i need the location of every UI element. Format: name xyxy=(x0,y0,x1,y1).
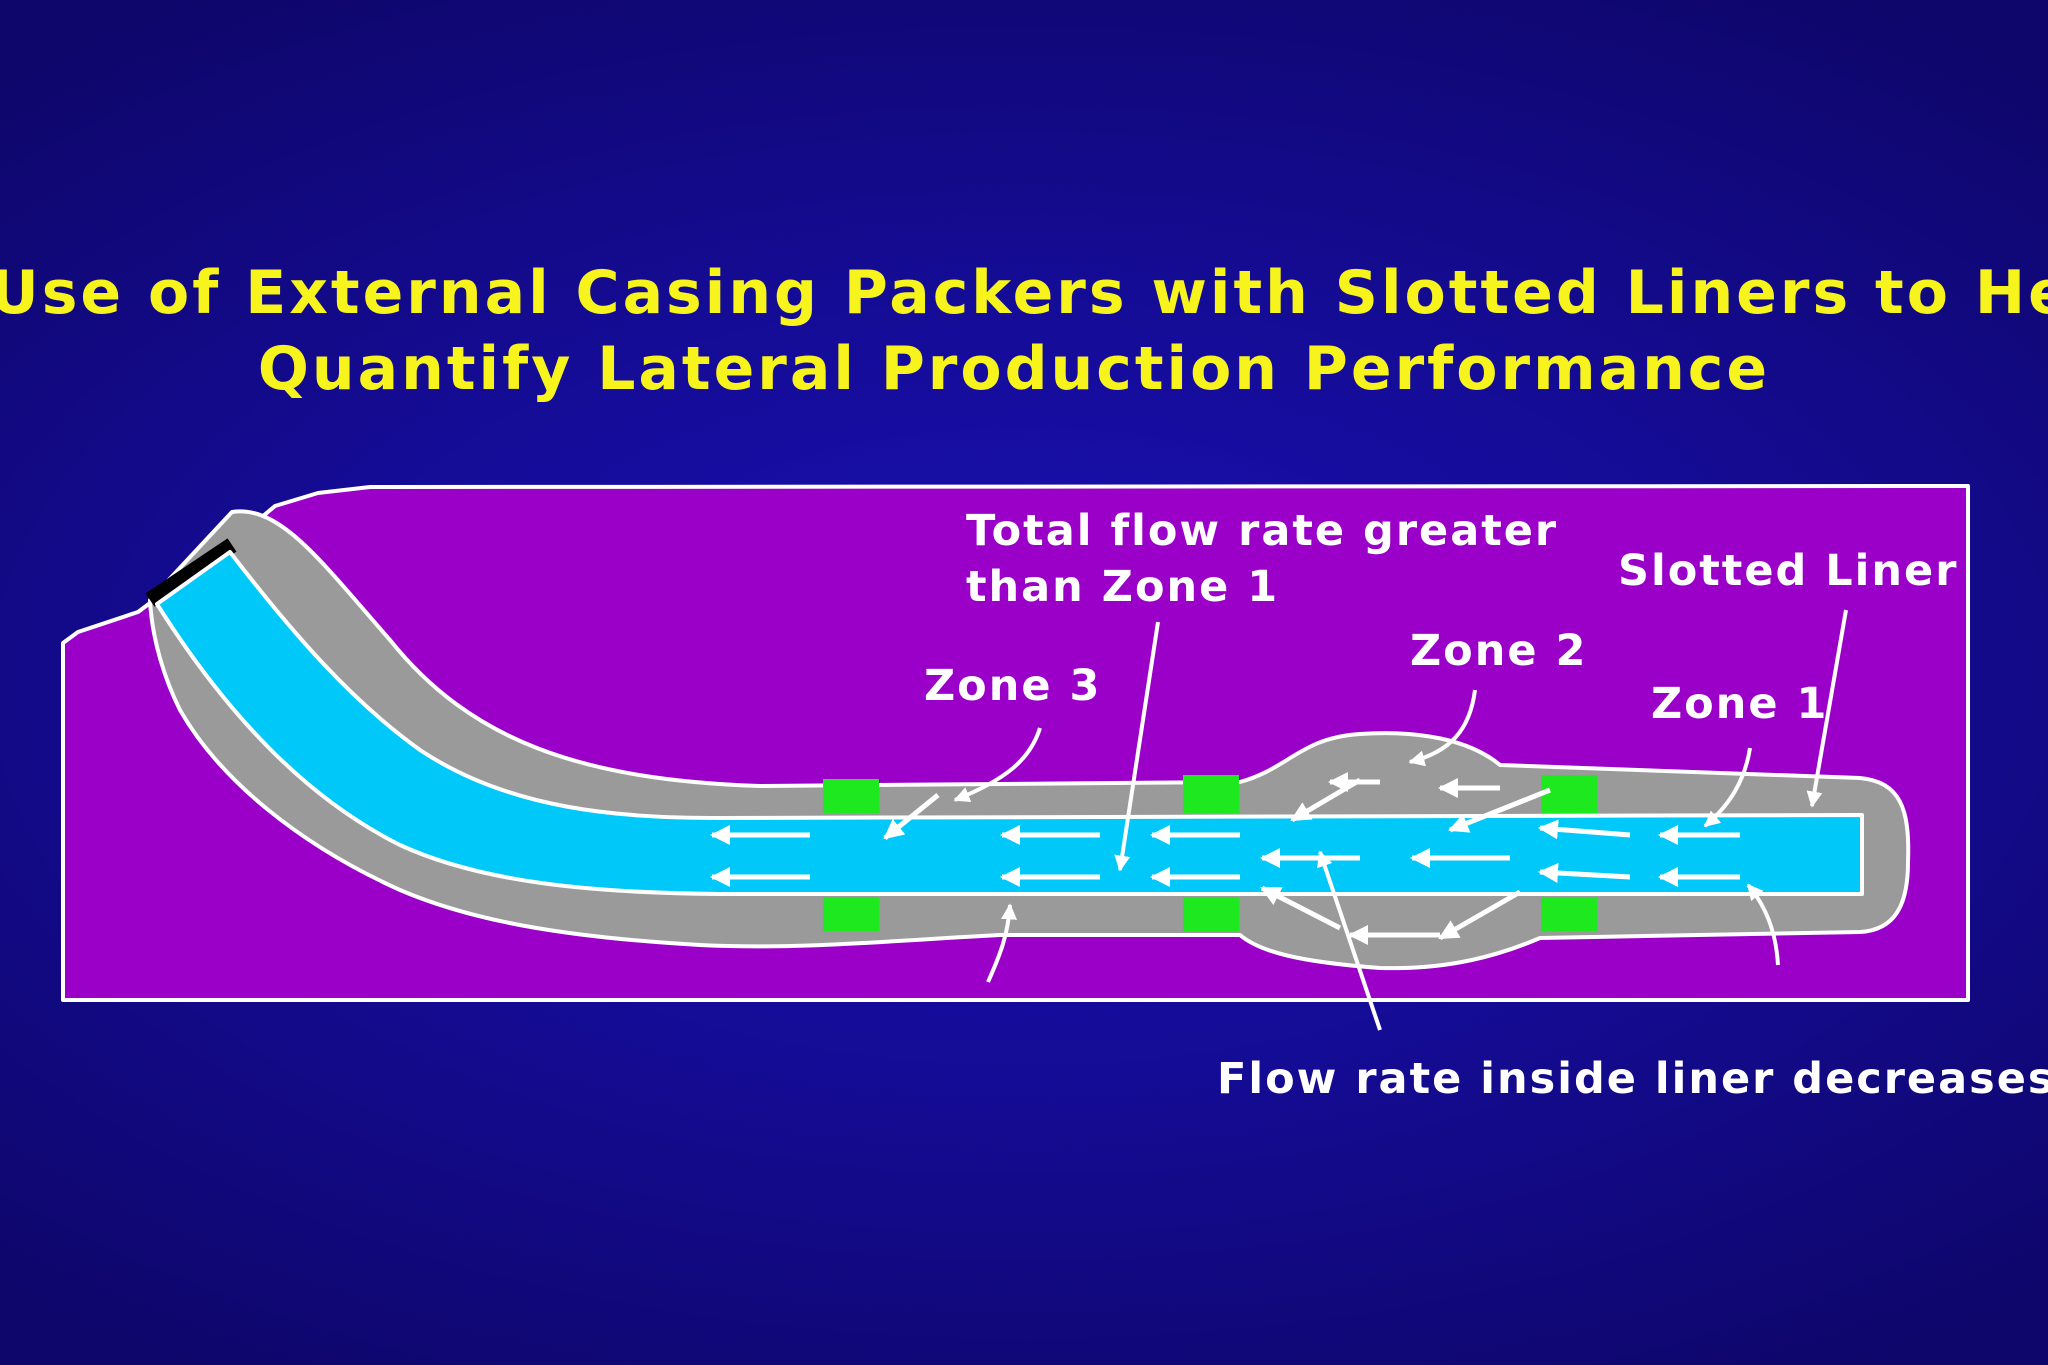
zone3-lower-leader xyxy=(986,903,1018,983)
packer xyxy=(1541,897,1597,931)
packer xyxy=(823,897,879,931)
flow-arrow xyxy=(1448,787,1551,833)
zone3-leader xyxy=(953,727,1042,803)
zone1-leader xyxy=(1703,747,1752,828)
page-title-line-2: Quantify Lateral Production Performance xyxy=(257,334,1771,404)
packer xyxy=(1541,775,1597,813)
flow-arrow xyxy=(1290,777,1362,823)
zone1-lower-leader xyxy=(1746,883,1780,966)
zone2-leader xyxy=(1408,689,1477,767)
flow-arrow xyxy=(883,793,940,840)
slotted-liner-leader xyxy=(1806,609,1848,808)
flow-arrows xyxy=(710,772,1740,945)
zone3-label: Zone 3 xyxy=(924,661,1101,711)
flow-arrow xyxy=(1538,819,1631,840)
total-flow-label-line-2: than Zone 1 xyxy=(966,562,1279,612)
leader-lines xyxy=(953,609,1848,1031)
flow-arrow xyxy=(1260,885,1342,931)
flow-decreases-leader xyxy=(1317,850,1382,1031)
external-casing-packers xyxy=(823,775,1597,931)
zone2-label: Zone 2 xyxy=(1410,626,1587,676)
zone1-label: Zone 1 xyxy=(1651,679,1828,729)
page-title-line-1: Use of External Casing Packers with Slot… xyxy=(0,258,2048,328)
slotted-liner-label: Slotted Liner xyxy=(1618,546,1958,596)
flow-decreases-label: Flow rate inside liner decreases xyxy=(1217,1054,2048,1104)
flow-arrow xyxy=(1538,863,1631,883)
packer xyxy=(1183,897,1239,931)
packer xyxy=(823,779,879,813)
packer xyxy=(1183,775,1239,813)
total-flow-label-line-1: Total flow rate greater xyxy=(966,506,1558,556)
total-flow-leader xyxy=(1114,621,1160,872)
casing-shoe xyxy=(145,538,237,607)
flow-arrow xyxy=(1438,889,1522,941)
